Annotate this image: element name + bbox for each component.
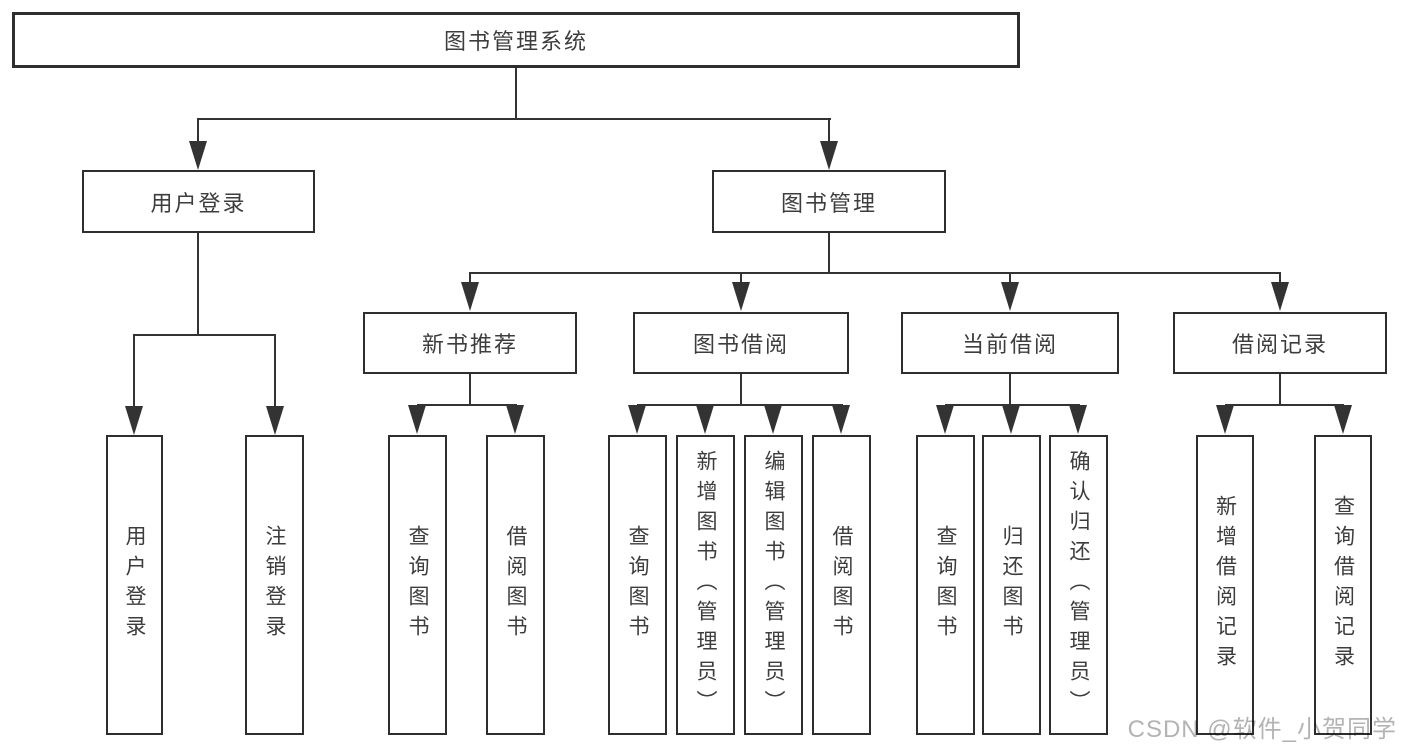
connector-drop-book-mgmt (828, 118, 830, 148)
node-library-system: 图书管理系统 (12, 12, 1020, 68)
arrowhead-cb-return (1002, 405, 1020, 434)
node-borrow-records-label: 借阅记录 (1231, 332, 1328, 357)
connector-drop-leaf-logout (274, 334, 276, 410)
connector-new-book-stem (469, 374, 471, 406)
arrowhead-bb-add (696, 405, 714, 434)
csdn-watermark: CSDN @软件_小贺同学 (1127, 716, 1397, 743)
connector-drop-book-borrow (740, 272, 742, 286)
connector-book-borrow-rail (637, 404, 843, 406)
leaf-recommend-query-books: 查询图书 (388, 435, 447, 735)
leaf-edit-book-admin: 编辑图书（管理员） (744, 435, 803, 735)
connector-user-login-stem (197, 233, 199, 336)
arrowhead-user-login (189, 141, 207, 170)
node-current-borrow: 当前借阅 (901, 312, 1119, 374)
arrowhead-bb-borrow (832, 405, 850, 434)
arrowhead-nb-borrow (506, 405, 524, 434)
connector-borrow-records-rail (1225, 404, 1344, 406)
node-user-login-label: 用户登录 (150, 190, 247, 216)
node-borrow-records: 借阅记录 (1173, 312, 1387, 374)
node-book-borrow-label: 图书借阅 (692, 332, 789, 357)
connector-current-borrow-stem (1009, 374, 1011, 406)
arrowhead-bb-edit (764, 405, 782, 434)
arrowhead-br-query (1334, 405, 1352, 434)
arrowhead-book-mgmt (820, 141, 838, 170)
node-book-management-label: 图书管理 (780, 190, 877, 216)
node-current-borrow-label: 当前借阅 (961, 332, 1058, 357)
node-book-borrow: 图书借阅 (633, 312, 849, 374)
arrowhead-new-book (461, 282, 479, 311)
connector-book-borrow-stem (740, 374, 742, 406)
node-library-system-label: 图书管理系统 (443, 29, 588, 54)
leaf-recommend-borrow-books: 借阅图书 (486, 435, 545, 735)
leaf-add-book-admin: 新增图书（管理员） (676, 435, 735, 735)
leaf-query-borrow-record: 查询借阅记录 (1314, 435, 1372, 735)
connector-book-mgmt-rail (469, 272, 1281, 274)
leaf-return-books: 归还图书 (982, 435, 1041, 735)
leaf-borrow-books: 借阅图书 (812, 435, 871, 735)
leaf-logout: 注销登录 (245, 435, 304, 735)
connector-drop-current-borrow (1009, 272, 1011, 286)
leaf-current-query-books: 查询图书 (916, 435, 975, 735)
arrowhead-current-borrow (1001, 282, 1019, 311)
connector-drop-borrow-records (1279, 272, 1281, 286)
arrowhead-leaf-login (125, 406, 143, 435)
arrowhead-bb-query (628, 405, 646, 434)
connector-drop-user-login (197, 118, 199, 148)
connector-drop-leaf-login (133, 334, 135, 410)
connector-borrow-records-stem (1279, 374, 1281, 406)
leaf-borrow-query-books: 查询图书 (608, 435, 667, 735)
node-new-book-recommend-label: 新书推荐 (421, 332, 518, 357)
node-new-book-recommend: 新书推荐 (363, 312, 577, 374)
node-user-login: 用户登录 (82, 170, 315, 233)
arrowhead-nb-query (408, 405, 426, 434)
connector-new-book-rail (417, 404, 517, 406)
connector-user-login-rail (133, 334, 276, 336)
leaf-confirm-return-admin: 确认归还（管理员） (1049, 435, 1108, 735)
node-book-management: 图书管理 (712, 170, 946, 233)
leaf-add-borrow-record: 新增借阅记录 (1196, 435, 1254, 735)
connector-book-mgmt-stem (828, 233, 830, 274)
arrowhead-cb-confirm (1069, 405, 1087, 434)
leaf-user-login: 用户登录 (106, 435, 163, 735)
arrowhead-borrow-records (1271, 282, 1289, 311)
arrowhead-br-add (1216, 405, 1234, 434)
connector-root-stem (515, 68, 517, 120)
connector-root-rail (197, 118, 831, 120)
arrowhead-cb-query (936, 405, 954, 434)
connector-drop-new-book (469, 272, 471, 286)
arrowhead-book-borrow (732, 282, 750, 311)
arrowhead-leaf-logout (266, 406, 284, 435)
